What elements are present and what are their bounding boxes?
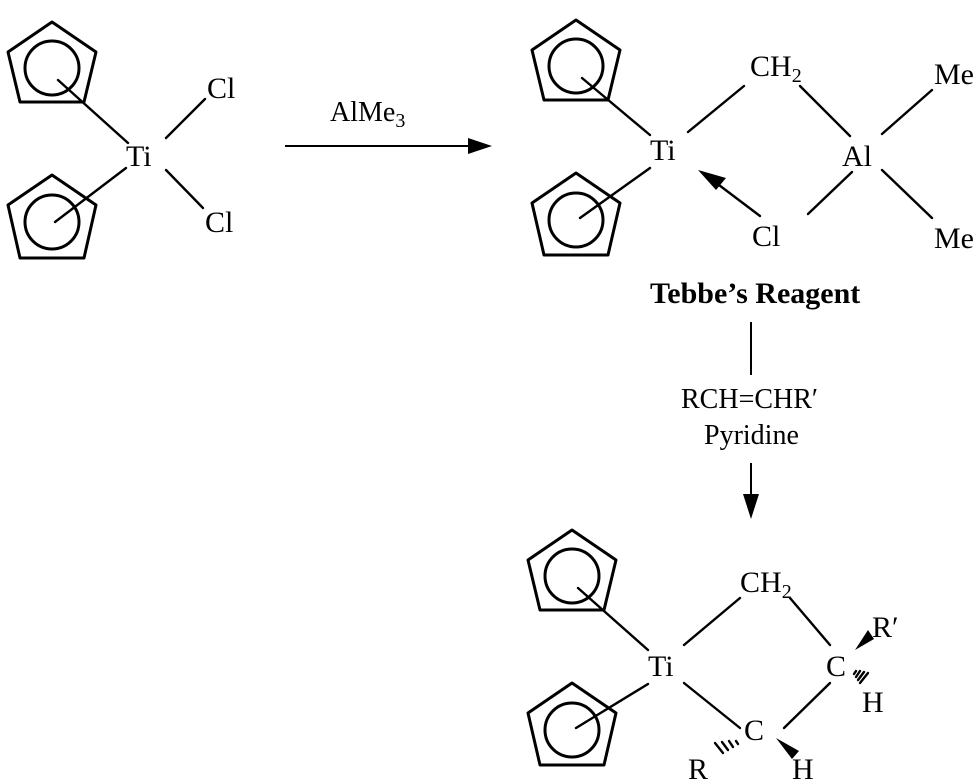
ti-ch2-bond [686, 84, 746, 134]
reagent-almec: AlMe3 [330, 97, 405, 132]
ch2-c-bond [788, 596, 832, 647]
ti-label: Ti [648, 650, 674, 683]
ti-ch2-bond [682, 596, 742, 647]
ti-cl-bond-top [164, 97, 207, 140]
ch2-label: CH2 [750, 50, 802, 87]
ti-label: Ti [126, 140, 152, 173]
tebbe-reagent: Ti Al Cl Me Me CH2 Tebbe’s Reagent [530, 18, 974, 310]
ti-c-bond [682, 681, 742, 730]
h-label-right: H [862, 686, 884, 719]
ti-cp-bond-bottom [574, 682, 650, 730]
h-label-bottom: H [792, 753, 814, 779]
hash-c-h [852, 669, 870, 685]
wedge-c-h-bottom [776, 738, 799, 759]
al-label: Al [842, 140, 872, 173]
reagent-solvent: Pyridine [704, 420, 799, 451]
ti-cl-bond-bottom [164, 168, 205, 210]
ti-cp-bond-top [580, 76, 652, 137]
compound-name-tebbe: Tebbe’s Reagent [650, 277, 860, 310]
me-label-bottom: Me [934, 222, 974, 255]
al-me-bond-top [880, 88, 934, 136]
reaction-arrow-1: AlMe3 [285, 97, 492, 154]
cp-ring-top [526, 528, 618, 612]
hash-c-r [713, 739, 740, 755]
titanocene-dichloride: Ti Cl Cl [6, 20, 235, 260]
cp-ring-bottom [530, 171, 622, 257]
cl-ti-dative-bond [713, 180, 762, 218]
al-me-bond-bottom [880, 168, 934, 220]
cp-ring-bottom [6, 173, 98, 260]
ti-cp-bond-bottom [578, 166, 652, 220]
ti-cp-bond-top [56, 78, 130, 145]
reaction-arrow-2: RCH=CHR′ Pyridine [681, 322, 818, 519]
cp-ring-top [6, 20, 98, 104]
cl-label: Cl [752, 220, 780, 253]
ti-cp-bond-bottom [53, 166, 128, 224]
ti-label: Ti [650, 134, 676, 167]
cp-ring-bottom [526, 681, 618, 767]
cl-label-bottom: Cl [205, 206, 233, 239]
c-label-right: C [826, 650, 846, 683]
dative-arrowhead [698, 170, 726, 190]
reagent-olefin: RCH=CHR′ [681, 384, 818, 415]
r-label: R [688, 753, 708, 779]
titanacyclobutane: Ti CH2 C C R′ H R H [526, 528, 899, 779]
me-label-top: Me [934, 58, 974, 91]
al-cl-bond [806, 170, 854, 216]
ch2-label: CH2 [740, 566, 792, 603]
c-label-bottom: C [744, 714, 764, 747]
r-prime-label: R′ [872, 611, 899, 644]
c-c-bond [782, 681, 832, 730]
wedge-c-rprime [855, 630, 874, 650]
ch2-al-bond [798, 84, 852, 138]
ti-cp-bond-top [576, 586, 650, 652]
cp-ring-top [530, 18, 622, 102]
cl-label-top: Cl [207, 72, 235, 105]
